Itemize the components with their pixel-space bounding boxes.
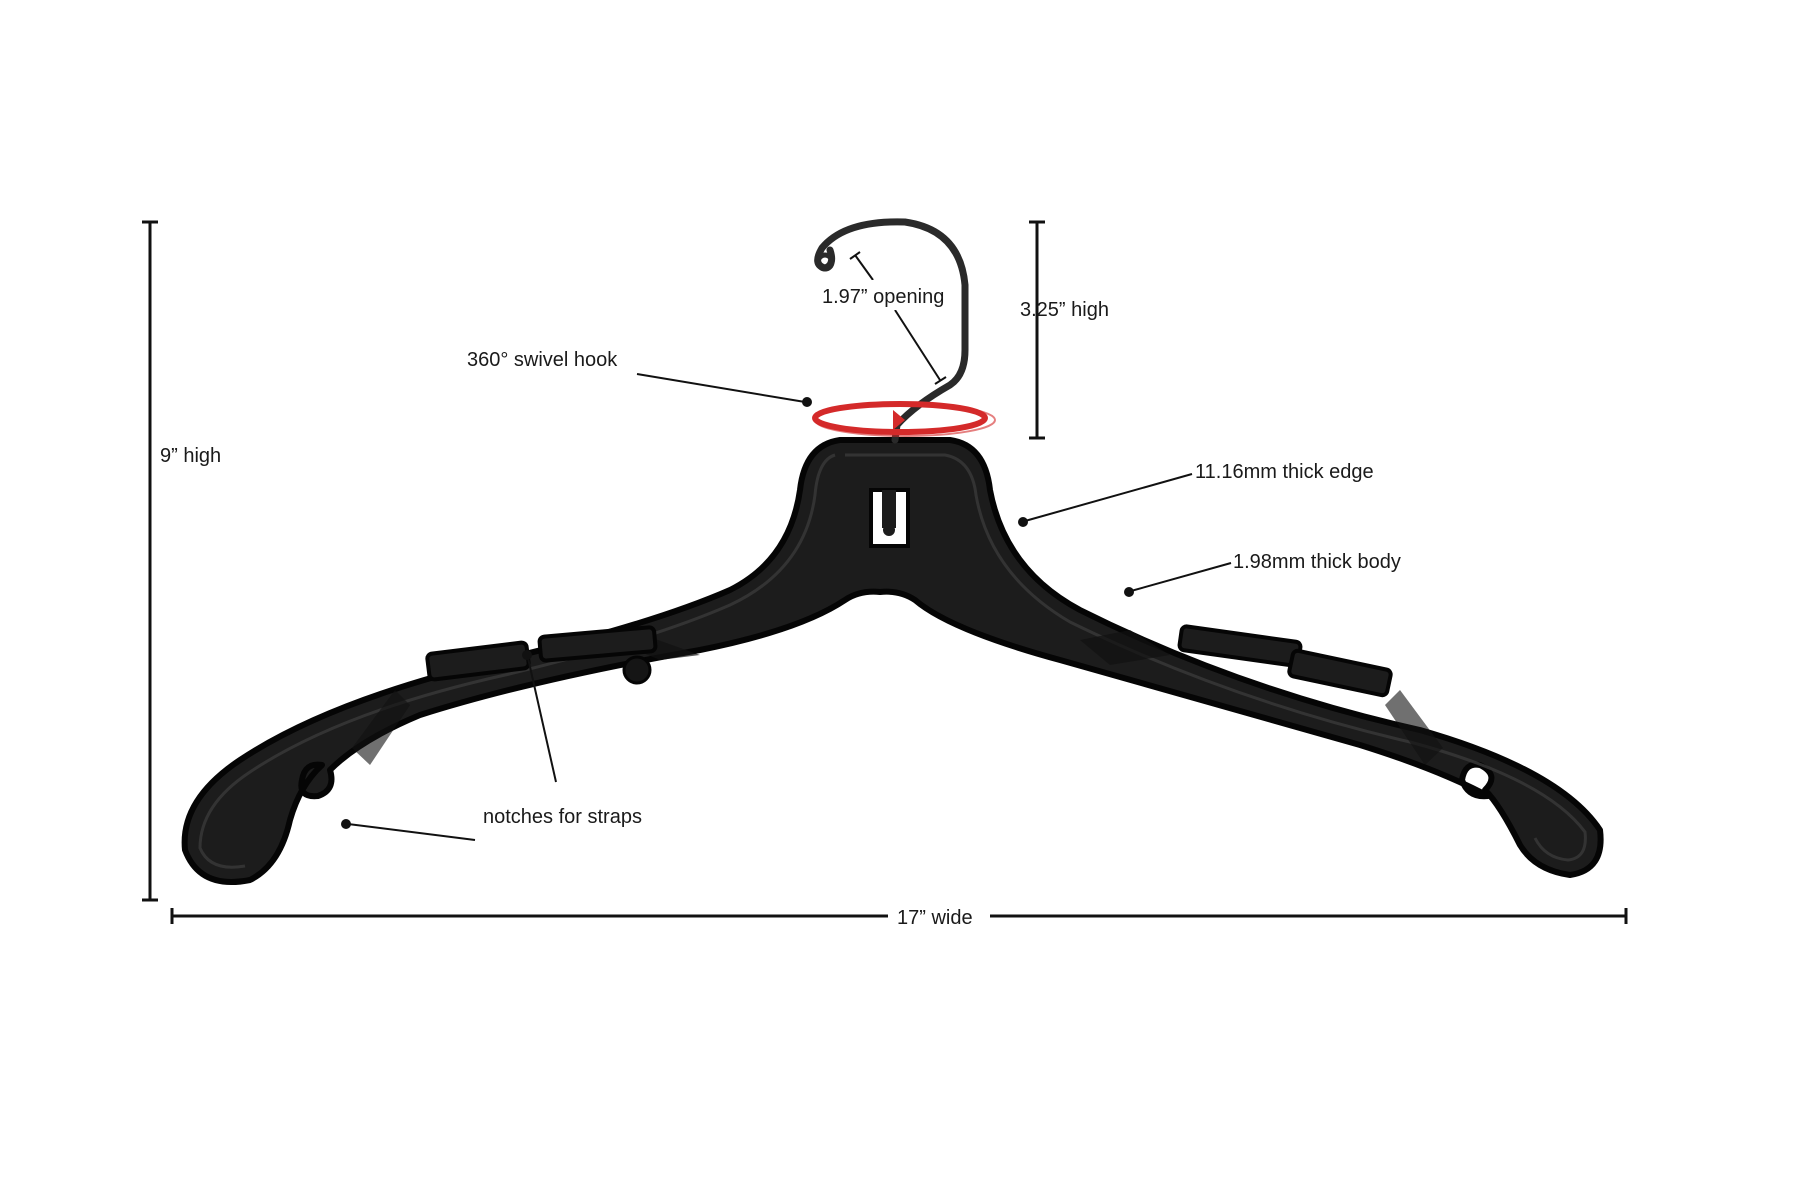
body-callout: 1.98mm thick body (1124, 551, 1401, 597)
swivel-rotation-arrow-icon (812, 401, 996, 437)
left-stud (622, 655, 652, 685)
height-dimension: 9” high (142, 220, 221, 902)
swivel-hook (814, 218, 969, 444)
notches-label: notches for straps (483, 806, 642, 828)
width-label: 17” wide (897, 907, 973, 929)
hook-opening-label: 1.97” opening (822, 286, 944, 308)
width-dimension: 17” wide (170, 907, 1628, 929)
hook-opening-dimension: 1.97” opening (815, 251, 955, 385)
edge-callout: 11.16mm thick edge (1018, 461, 1374, 527)
right-rib (1080, 630, 1170, 665)
left-end-rib (352, 690, 410, 765)
hanger-inner-rim (198, 453, 1587, 869)
center-slot-tab (882, 490, 896, 528)
hook-height-dimension: 3.25” high (1020, 220, 1109, 440)
body-label: 1.98mm thick body (1233, 551, 1401, 573)
swivel-callout: 360° swivel hook (467, 349, 812, 407)
hanger-body (181, 437, 1604, 885)
right-end-rib (1385, 690, 1443, 765)
height-label: 9” high (160, 445, 221, 467)
notches-callout: notches for straps (341, 650, 642, 841)
edge-label: 11.16mm thick edge (1195, 461, 1374, 483)
right-notch-outer (1287, 648, 1393, 698)
hook-height-label: 3.25” high (1020, 299, 1109, 321)
swivel-label: 360° swivel hook (467, 349, 618, 371)
left-notch-inner (537, 625, 658, 663)
